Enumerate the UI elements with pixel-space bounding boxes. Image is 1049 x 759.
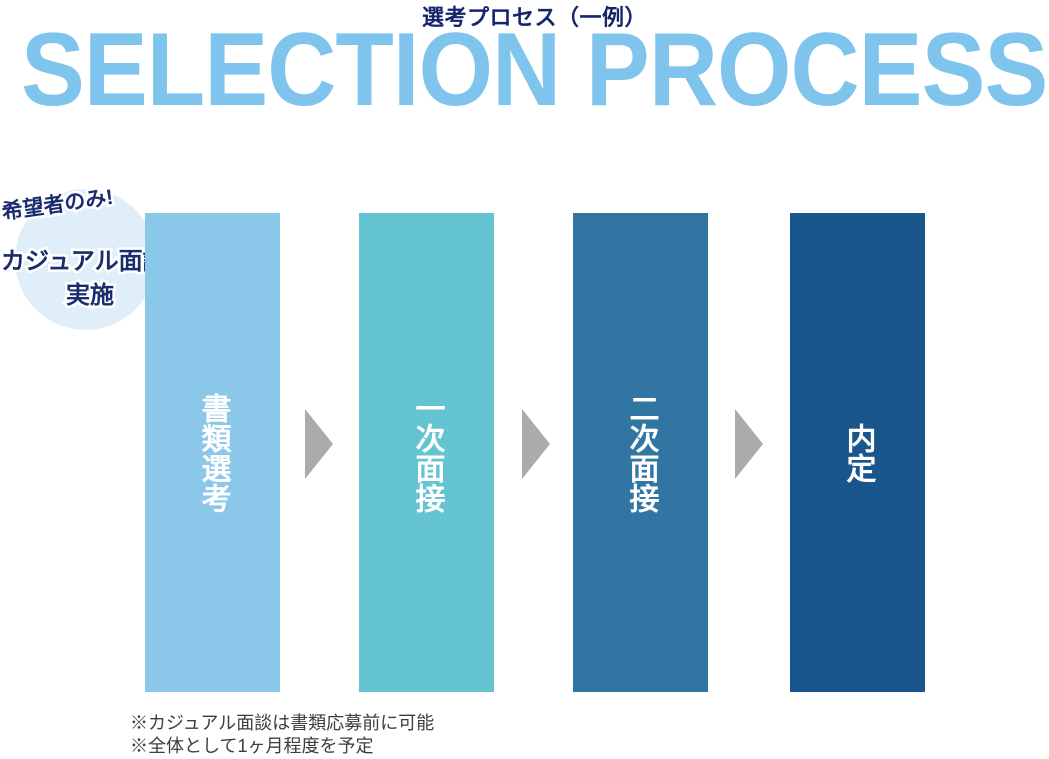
step-label: 書類選考 bbox=[196, 392, 230, 513]
step-bar-job-offer: 内定 bbox=[790, 213, 925, 692]
arrow-right-icon bbox=[735, 409, 763, 479]
step-bar-document-screening: 書類選考 bbox=[145, 213, 280, 692]
arrow-right-icon bbox=[522, 409, 550, 479]
badge-title-line: カジュアル面談 bbox=[0, 246, 169, 278]
casual-interview-badge bbox=[15, 189, 156, 330]
footnotes: ※カジュアル面談は書類応募前に可能 ※全体として1ヶ月程度を予定 bbox=[130, 712, 434, 758]
footnote-line: ※カジュアル面談は書類応募前に可能 bbox=[130, 713, 435, 733]
step-bar-second-interview: 二次面接 bbox=[573, 213, 708, 692]
step-label: 二次面接 bbox=[624, 392, 658, 513]
page-title: SELECTION PROCESS bbox=[21, 12, 1048, 128]
step-bar-first-interview: 一次面接 bbox=[359, 213, 494, 692]
step-label: 内定 bbox=[841, 422, 875, 483]
badge-subline: 実施 bbox=[64, 280, 117, 312]
step-label: 一次面接 bbox=[410, 392, 444, 513]
footnote-line: ※全体として1ヶ月程度を予定 bbox=[130, 736, 374, 756]
arrow-right-icon bbox=[305, 409, 333, 479]
page-subtitle: 選考プロセス（一例） bbox=[421, 5, 647, 30]
